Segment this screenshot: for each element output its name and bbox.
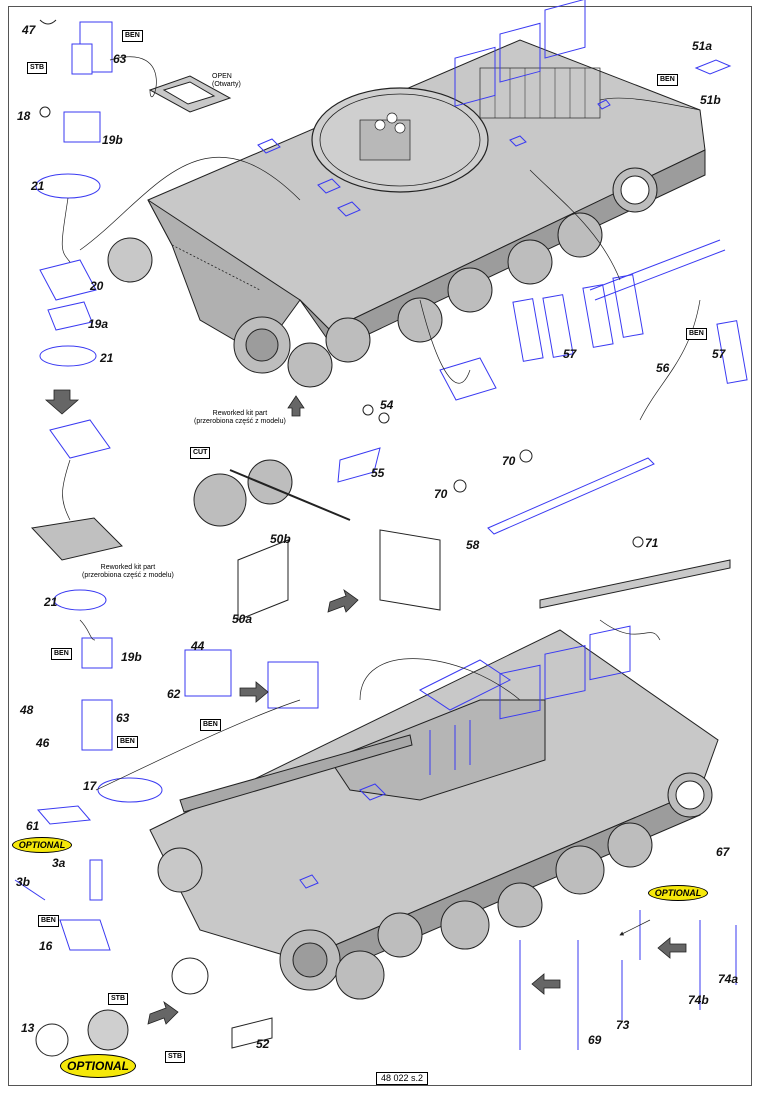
part-number: 62 — [167, 687, 181, 701]
open-note-line2: (Otwarty) — [212, 81, 241, 88]
open-note-line1: OPEN — [212, 73, 232, 80]
part-number: 48 — [20, 703, 34, 717]
part-number: 50a — [232, 612, 253, 626]
part-number: 70 — [502, 454, 516, 468]
open-note: OPEN (Otwarty) — [212, 73, 241, 89]
center-parts — [14, 75, 497, 1057]
part-number: 44 — [191, 639, 205, 653]
cut-tag: CUT — [190, 447, 211, 459]
ben-tag: BEN — [117, 736, 138, 748]
part-number: 21 — [44, 595, 58, 609]
ben-tag: BEN — [686, 328, 707, 340]
part-number: 74b — [688, 993, 709, 1007]
part-number: 61 — [26, 819, 40, 833]
part-number: 3b — [16, 875, 31, 889]
upper-hull — [107, 0, 706, 388]
part-number: 56 — [656, 361, 670, 375]
part-number: 50b — [270, 532, 291, 546]
lower-hull — [149, 625, 719, 1000]
part-number: 58 — [466, 538, 480, 552]
part-number: 21 — [31, 179, 45, 193]
part-number: 20 — [90, 279, 104, 293]
leader-lines — [61, 56, 701, 936]
part-number: 17 — [83, 779, 97, 793]
part-number: 21 — [100, 351, 114, 365]
part-number: 69 — [588, 1033, 602, 1047]
reworked-note-2-line1: Reworked kit part — [100, 564, 156, 571]
optional-badge: OPTIONAL — [12, 837, 72, 853]
assembly-arrows — [44, 389, 687, 1025]
part-number: 63 — [116, 711, 130, 725]
part-number: 70 — [434, 487, 448, 501]
part-number: 71 — [645, 536, 659, 550]
part-number: 16 — [39, 939, 53, 953]
part-number: 74a — [718, 972, 739, 986]
part-number: 3a — [52, 856, 66, 870]
part-number: 19b — [102, 133, 123, 147]
reworked-note-2: Reworked kit part (przerobiona część z m… — [82, 564, 174, 580]
reworked-note-1: Reworked kit part (przerobiona część z m… — [194, 410, 286, 426]
part-number: 57 — [712, 347, 726, 361]
stb-tag: STB — [108, 993, 128, 1005]
part-number: 47 — [22, 23, 36, 37]
ben-tag: BEN — [657, 74, 678, 86]
part-number: 52 — [256, 1037, 270, 1051]
left-column-parts — [30, 19, 123, 751]
part-number: 67 — [716, 845, 730, 859]
part-number: 55 — [371, 466, 385, 480]
reworked-wheel-detail — [193, 459, 351, 527]
ben-tag: BEN — [200, 719, 221, 731]
part-number: 46 — [36, 736, 50, 750]
part-number: 51a — [692, 39, 713, 53]
part-number: 57 — [563, 347, 577, 361]
reworked-note-1-line2: (przerobiona część z modelu) — [194, 418, 286, 425]
stb-tag: STB — [165, 1051, 185, 1063]
ben-tag: BEN — [38, 915, 59, 927]
optional-badge: OPTIONAL — [60, 1054, 136, 1078]
part-number: 51b — [700, 93, 721, 107]
part-number: 18 — [17, 109, 31, 123]
part-number: 54 — [380, 398, 394, 412]
part-number: 63 — [113, 52, 127, 66]
ben-tag: BEN — [51, 648, 72, 660]
part-number: 13 — [21, 1021, 35, 1035]
right-parts — [453, 59, 748, 1050]
part-number: 19b — [121, 650, 142, 664]
part-number: 73 — [616, 1018, 630, 1032]
ben-tag: BEN — [122, 30, 143, 42]
part-number: 19a — [88, 317, 109, 331]
page-footer: 48 022 s.2 — [376, 1072, 429, 1085]
optional-badge: OPTIONAL — [648, 885, 708, 901]
reworked-note-1-line1: Reworked kit part — [212, 410, 268, 417]
reworked-note-2-line2: (przerobiona część z modelu) — [82, 572, 174, 579]
stb-tag: STB — [27, 62, 47, 74]
